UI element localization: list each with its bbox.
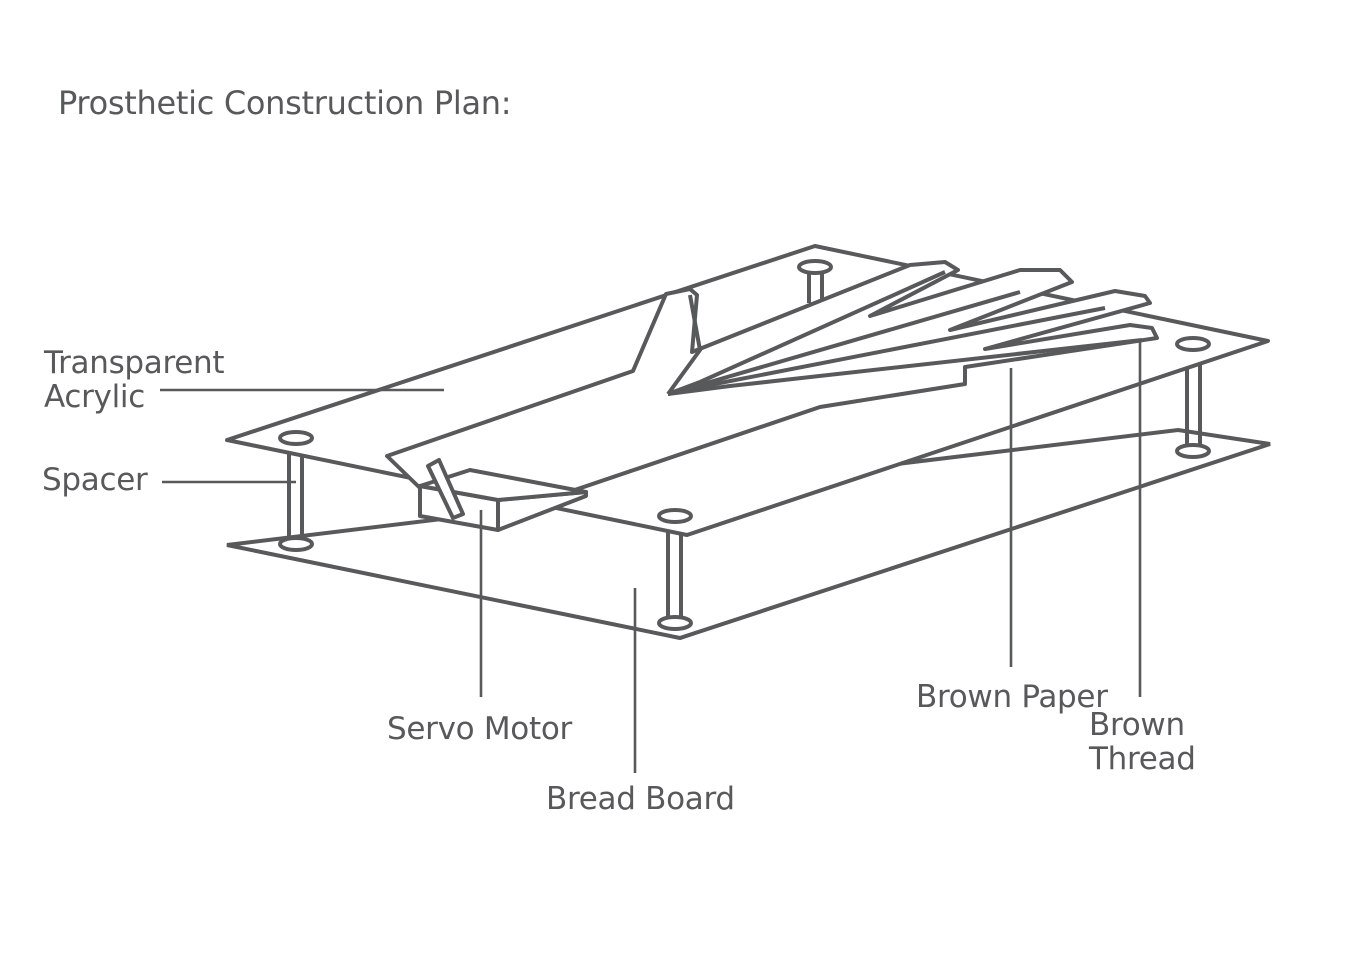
spacer-back-center (797, 259, 833, 303)
label-brown-thread-line1: Brown (1089, 707, 1185, 743)
spacer-top-back-right (1175, 336, 1211, 352)
brown-thread-lines (666, 270, 1143, 396)
servo-motor (418, 458, 588, 532)
label-brown-thread-line2: Thread (1089, 741, 1196, 777)
label-transparent-acrylic: Transparent Acrylic (44, 345, 225, 415)
label-transparent-acrylic-line2: Acrylic (44, 379, 145, 415)
diagram-title: Prosthetic Construction Plan: (58, 84, 512, 122)
label-transparent-acrylic-line1: Transparent (44, 345, 225, 381)
label-bread-board: Bread Board (546, 781, 735, 817)
label-spacer: Spacer (42, 462, 148, 498)
spacer-top-front-left (278, 430, 314, 446)
label-servo-motor: Servo Motor (387, 711, 572, 747)
label-brown-thread: Brown Thread (1089, 708, 1196, 776)
spacer-top-front-center (657, 508, 693, 524)
label-brown-paper: Brown Paper (916, 679, 1108, 715)
